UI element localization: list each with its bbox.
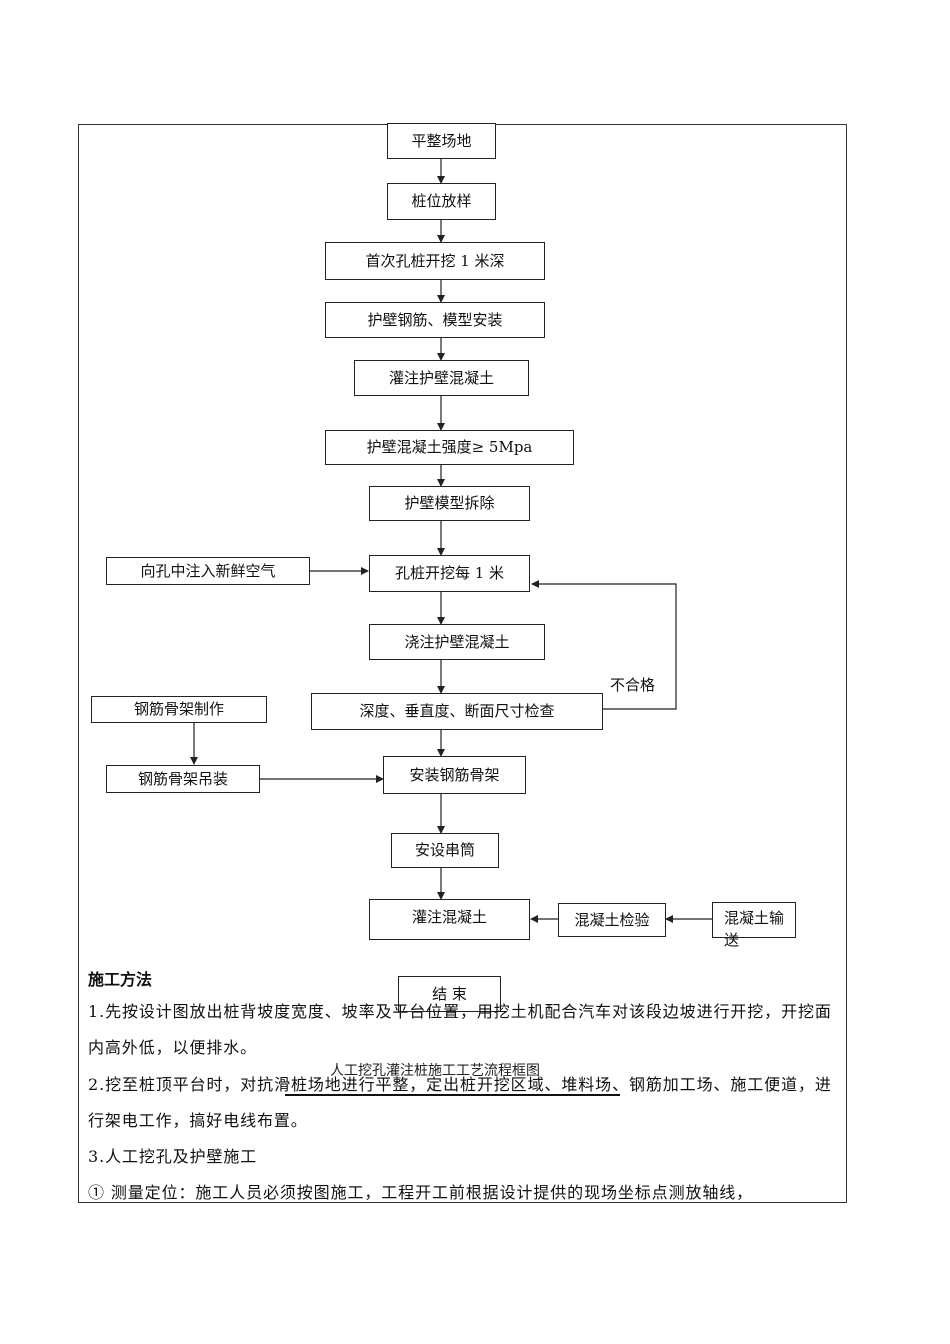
side-rebar-cage-lifting: 钢筋骨架吊装	[106, 765, 260, 793]
step-first-excavation: 首次孔桩开挖 1 米深	[325, 242, 545, 280]
side-concrete-transport: 混凝土输送	[712, 902, 796, 949]
side-fresh-air: 向孔中注入新鲜空气	[106, 557, 310, 585]
step-level-site: 平整场地	[387, 123, 496, 159]
fail-label: 不合格	[610, 676, 656, 694]
step-pile-layout: 桩位放样	[387, 183, 496, 220]
step-end: 结 束	[398, 976, 501, 1012]
arrow-fail-loop	[531, 580, 677, 710]
flowchart-caption: 人工挖孔灌注桩施工工艺流程框图	[330, 1063, 540, 1079]
method-paragraph-2: 2.挖至桩顶平台时，对抗滑桩场地进行平整，定出桩开挖区域、堆料场、钢筋加工场、施…	[88, 1075, 832, 1130]
step-dimension-inspection: 深度、垂直度、断面尺寸检查	[311, 693, 603, 730]
step-cast-wall-concrete: 浇注护壁混凝土	[369, 624, 545, 660]
step-remove-formwork: 护壁模型拆除	[369, 486, 530, 521]
step-wall-strength-check: 护壁混凝土强度≥ 5Mpa	[325, 430, 574, 465]
step-pour-wall-concrete: 灌注护壁混凝土	[354, 360, 529, 396]
method-paragraph-4: ① 测量定位：施工人员必须按图施工，工程开工前根据设计提供的现场坐标点测放轴线，	[88, 1183, 754, 1202]
method-paragraph-1: 1.先按设计图放出桩背坡度宽度、坡率及平台位置，用挖土机配合汽车对该段边坡进行开…	[88, 1002, 832, 1057]
method-paragraph-3: 3.人工挖孔及护壁施工	[88, 1147, 258, 1166]
step-rebar-formwork: 护壁钢筋、模型安装	[325, 302, 545, 338]
step-install-chute: 安设串筒	[391, 833, 499, 868]
step-install-rebar-cage: 安装钢筋骨架	[383, 756, 526, 794]
side-concrete-testing: 混凝土检验	[558, 903, 666, 937]
side-rebar-cage-fabrication: 钢筋骨架制作	[91, 696, 267, 723]
method-heading: 施工方法	[88, 970, 153, 989]
step-excavate-each-meter: 孔桩开挖每 1 米	[369, 555, 530, 592]
step-pour-concrete: 灌注混凝土	[369, 899, 530, 940]
